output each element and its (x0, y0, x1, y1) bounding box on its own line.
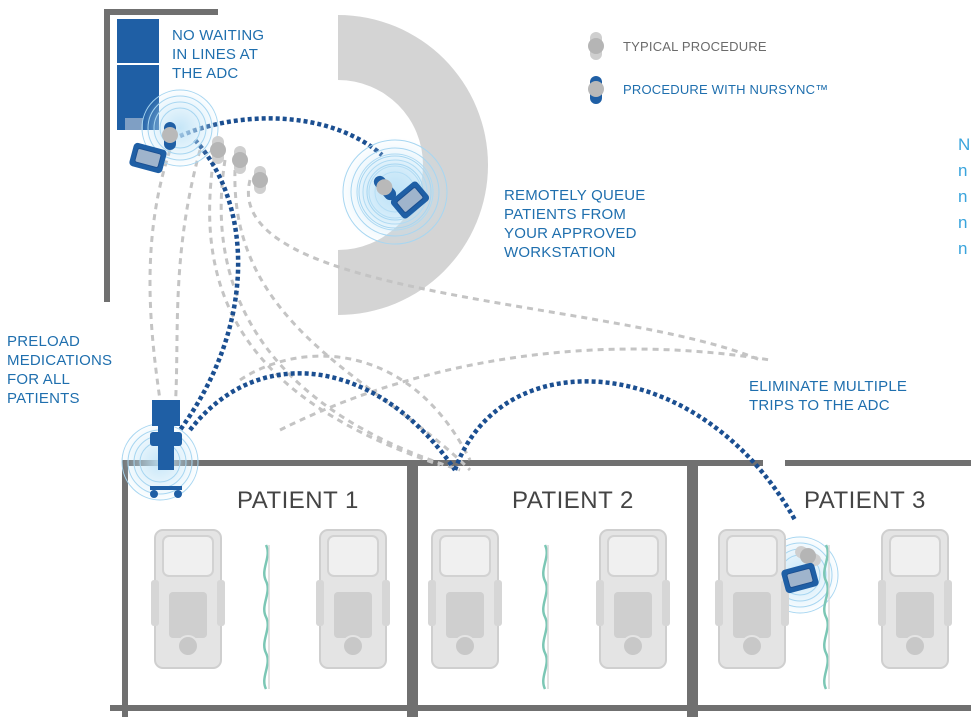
legend-procedure-with-nursync: PROCEDURE WITH NURSYNC™ (623, 82, 829, 97)
room-label-patient-1: PATIENT 1 (237, 487, 359, 514)
workstation-counter (338, 15, 488, 315)
nursync-procedure-paths (178, 116, 797, 522)
medication-cart-icon (150, 400, 182, 498)
legend-typical-procedure: TYPICAL PROCEDURE (623, 39, 767, 54)
typical-procedure-paths (148, 149, 771, 472)
callout-eliminate-trips: ELIMINATE MULTIPLE TRIPS TO THE ADC (749, 378, 908, 414)
callout-preload: PRELOAD MEDICATIONS FOR ALL PATIENTS (7, 333, 113, 407)
legend-icons (588, 32, 604, 104)
floor-walls (104, 9, 971, 717)
callout-no-waiting: NO WAITING IN LINES AT THE ADC (172, 27, 265, 82)
callout-remote-queue: REMOTELY QUEUE PATIENTS FROM YOUR APPROV… (504, 187, 646, 261)
room-label-patient-3: PATIENT 3 (804, 487, 926, 514)
clipped-side-text: N n n n n (958, 135, 971, 258)
room-label-patient-2: PATIENT 2 (512, 487, 634, 514)
